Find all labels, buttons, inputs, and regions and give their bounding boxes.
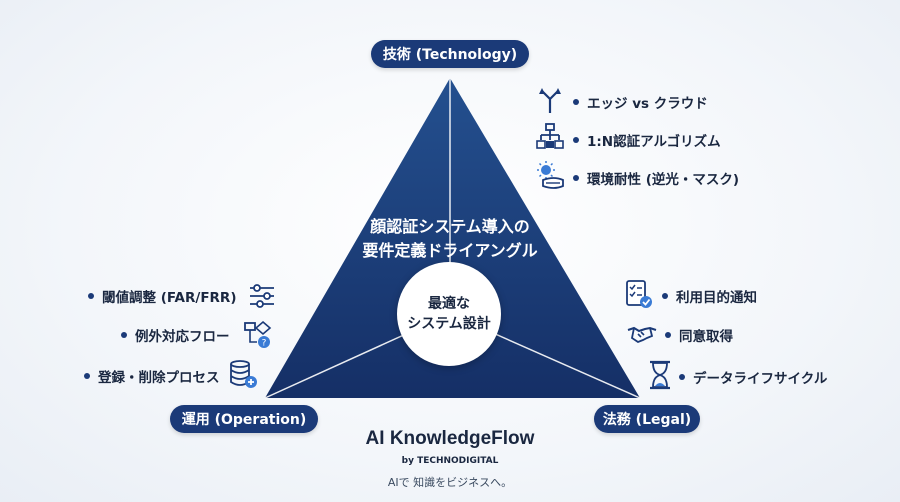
legal-item: 同意取得 — [665, 325, 733, 345]
handshake-icon — [627, 326, 657, 344]
vertex-label-operation: 運用 (Operation) — [170, 405, 318, 433]
bullet-dot — [573, 99, 579, 105]
diagram-title-line2: 要件定義ドライアングル — [362, 241, 538, 260]
brand-byline: by TECHNODIGITAL — [401, 456, 499, 466]
sun-mask-icon — [537, 161, 564, 189]
legal-item: 利用目的通知 — [662, 286, 757, 306]
technology-item-label: エッジ vs クラウド — [587, 96, 708, 112]
bullet-dot — [679, 374, 685, 380]
technology-item: 環境耐性 (逆光・マスク) — [573, 168, 739, 188]
checklist-icon — [626, 280, 652, 308]
vertex-label-legal: 法務 (Legal) — [594, 405, 700, 433]
brand-tagline: AIで 知識をビジネスへ。 — [387, 476, 513, 489]
operation-item-label: 閾値調整 (FAR/FRR) — [102, 290, 237, 306]
bullet-dot — [665, 332, 671, 338]
requirements-triangle — [265, 78, 640, 398]
operation-item: 登録・削除プロセス — [84, 366, 220, 386]
operation-item: 例外対応フロー — [121, 325, 230, 345]
technology-item-label: 環境耐性 (逆光・マスク) — [587, 172, 740, 188]
fork-arrow-icon — [539, 88, 561, 113]
bullet-dot — [573, 137, 579, 143]
bullet-dot — [573, 175, 579, 181]
core-circle: 最適な システム設計 — [397, 262, 501, 366]
diagram-title: 顔認証システム導入の 要件定義ドライアングル — [330, 215, 570, 263]
diagram-title-line1: 顔認証システム導入の — [370, 217, 530, 236]
flowchart-icon: ? — [244, 320, 272, 349]
operation-item-label: 例外対応フロー — [135, 329, 230, 345]
technology-item-label: 1:N認証アルゴリズム — [587, 134, 721, 150]
hourglass-icon — [650, 360, 670, 390]
operation-item: 閾値調整 (FAR/FRR) — [88, 286, 237, 306]
operation-item-label: 登録・削除プロセス — [98, 370, 220, 386]
legal-item-label: 同意取得 — [679, 329, 733, 345]
bullet-dot — [88, 293, 94, 299]
network-tree-icon — [536, 123, 564, 149]
brand-name: AI KnowledgeFlow — [365, 428, 535, 449]
sliders-icon — [250, 284, 274, 308]
legal-item-label: データライフサイクル — [693, 371, 828, 387]
bullet-dot — [662, 293, 668, 299]
database-icon — [230, 360, 257, 388]
core-text-line1: 最適な — [428, 296, 470, 312]
technology-item: 1:N認証アルゴリズム — [573, 130, 721, 150]
svg-text:?: ? — [262, 339, 267, 349]
legal-item: データライフサイクル — [679, 367, 827, 387]
bullet-dot — [121, 332, 127, 338]
technology-item: エッジ vs クラウド — [573, 92, 708, 112]
bullet-dot — [84, 373, 90, 379]
legal-item-label: 利用目的通知 — [676, 290, 757, 306]
core-text-line2: システム設計 — [407, 316, 491, 332]
vertex-label-technology: 技術 (Technology) — [371, 40, 529, 68]
